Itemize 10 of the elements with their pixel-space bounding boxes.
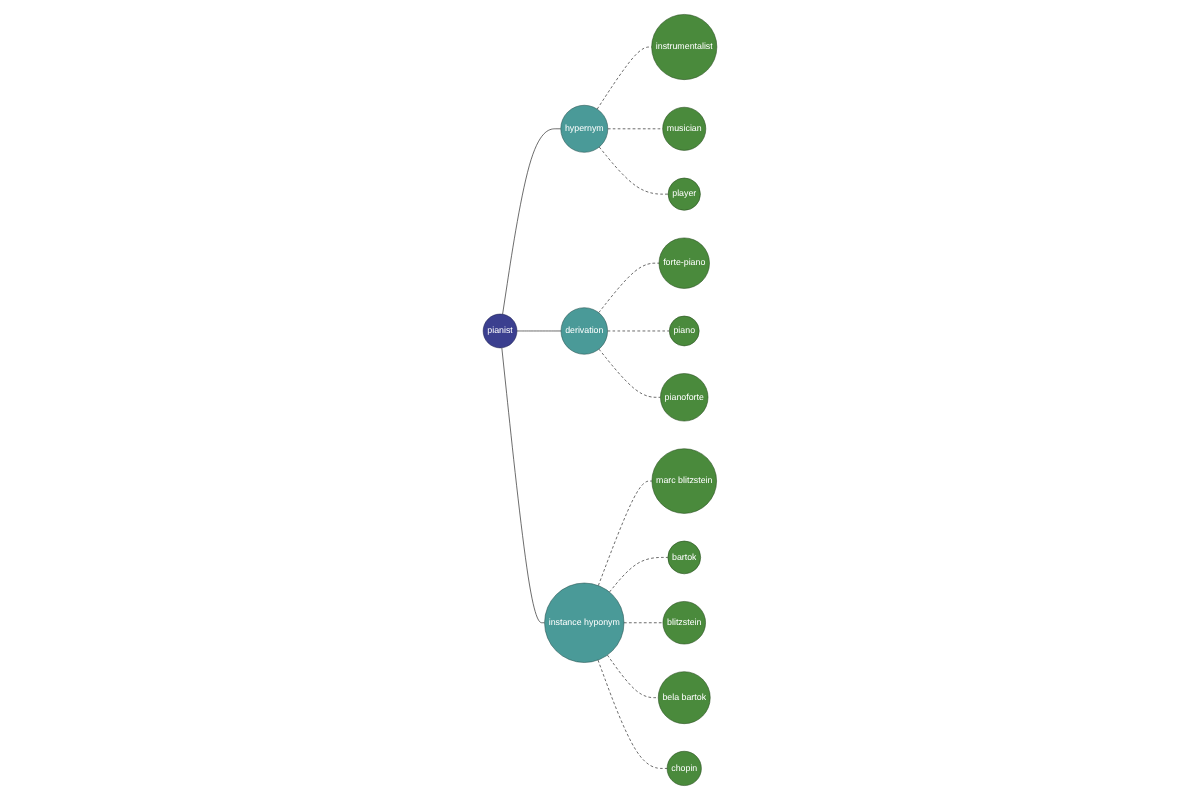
connector [597, 659, 668, 769]
connector [598, 262, 660, 313]
connector [598, 480, 653, 586]
connector [598, 348, 661, 398]
connector [501, 347, 545, 624]
connector [502, 128, 562, 315]
connector [607, 654, 659, 698]
connector [596, 46, 652, 110]
connector [598, 146, 669, 195]
connector [623, 622, 664, 624]
